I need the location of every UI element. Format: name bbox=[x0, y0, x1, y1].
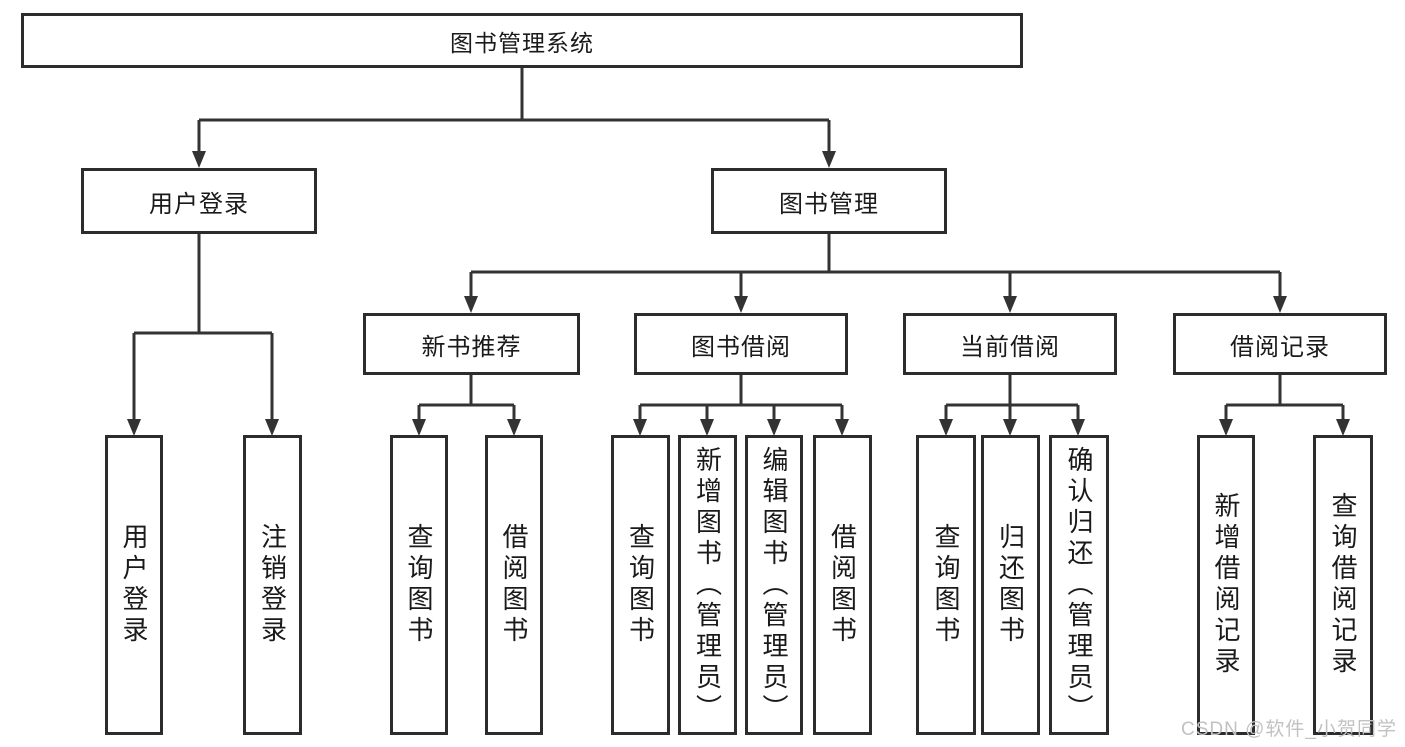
node-book-borrow: 图书借阅 bbox=[634, 313, 848, 375]
node-current-borrow-label: 当前借阅 bbox=[960, 333, 1060, 361]
leaf-br-query-record-label: 查询借阅记录 bbox=[1328, 492, 1358, 678]
leaf-bb-borrow-books-label: 借阅图书 bbox=[827, 523, 858, 647]
connector-book-mgmt bbox=[469, 232, 1282, 299]
leaf-bb-query-books-label: 查询图书 bbox=[625, 523, 656, 647]
node-root: 图书管理系统 bbox=[21, 13, 1023, 68]
leaf-nb-borrow-books-label: 借阅图书 bbox=[499, 523, 529, 647]
connector-root bbox=[197, 66, 831, 154]
leaf-bb-borrow-books: 借阅图书 bbox=[813, 435, 872, 735]
connector-user-login bbox=[132, 232, 274, 422]
leaf-bb-add-books-admin: 新增图书（管理员） bbox=[678, 435, 737, 735]
node-new-books-label: 新书推荐 bbox=[421, 333, 522, 361]
node-new-books: 新书推荐 bbox=[363, 313, 580, 375]
leaf-bb-add-books-admin-label: 新增图书（管理员） bbox=[692, 445, 723, 725]
node-current-borrow: 当前借阅 bbox=[903, 313, 1117, 375]
leaf-user-login-label: 用户登录 bbox=[119, 523, 149, 647]
node-borrow-records: 借阅记录 bbox=[1173, 313, 1387, 375]
leaf-br-add-record: 新增借阅记录 bbox=[1197, 435, 1255, 735]
leaf-cb-confirm-return-admin: 确认归还（管理员） bbox=[1049, 435, 1109, 735]
leaf-cb-query-books-label: 查询图书 bbox=[931, 523, 961, 647]
node-book-mgmt: 图书管理 bbox=[711, 168, 947, 234]
node-root-label: 图书管理系统 bbox=[450, 29, 594, 56]
leaf-logout: 注销登录 bbox=[243, 435, 302, 735]
leaf-nb-query-books-label: 查询图书 bbox=[404, 523, 434, 647]
node-book-mgmt-label: 图书管理 bbox=[779, 190, 879, 218]
node-user-login-label: 用户登录 bbox=[149, 190, 249, 218]
leaf-bb-edit-books-admin: 编辑图书（管理员） bbox=[745, 435, 803, 735]
leaf-br-add-record-label: 新增借阅记录 bbox=[1211, 492, 1241, 678]
node-book-borrow-label: 图书借阅 bbox=[691, 333, 791, 361]
leaf-cb-return-books-label: 归还图书 bbox=[995, 523, 1026, 647]
leaf-cb-confirm-return-admin-label: 确认归还（管理员） bbox=[1064, 445, 1094, 725]
leaf-cb-return-books: 归还图书 bbox=[981, 435, 1040, 735]
watermark: CSDN @软件_小贺同学 bbox=[1181, 719, 1397, 740]
node-user-login: 用户登录 bbox=[81, 168, 317, 234]
leaf-user-login: 用户登录 bbox=[105, 435, 163, 735]
leaf-logout-label: 注销登录 bbox=[257, 523, 288, 647]
leaf-bb-edit-books-admin-label: 编辑图书（管理员） bbox=[759, 445, 789, 725]
node-borrow-records-label: 借阅记录 bbox=[1230, 333, 1330, 361]
connector-level3 bbox=[417, 374, 1345, 422]
leaf-nb-query-books: 查询图书 bbox=[390, 435, 448, 735]
leaf-bb-query-books: 查询图书 bbox=[611, 435, 670, 735]
leaf-nb-borrow-books: 借阅图书 bbox=[485, 435, 543, 735]
leaf-cb-query-books: 查询图书 bbox=[916, 435, 976, 735]
leaf-br-query-record: 查询借阅记录 bbox=[1313, 435, 1373, 735]
